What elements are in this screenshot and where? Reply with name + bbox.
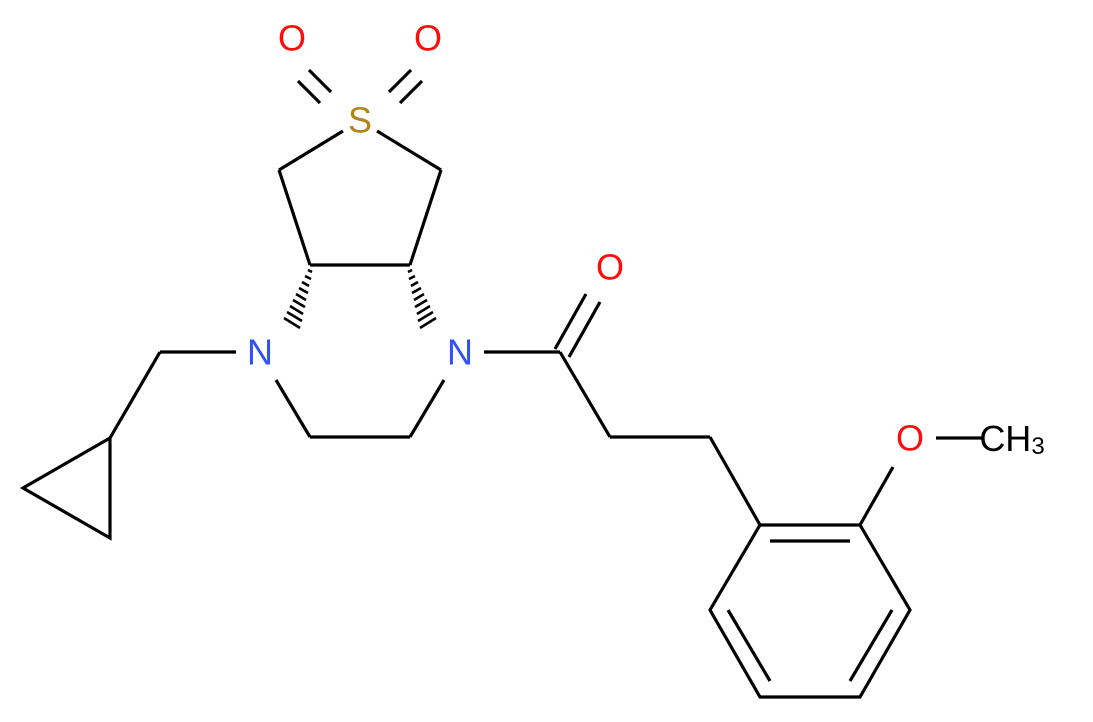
cyclopropane-ring (19, 435, 112, 541)
bond-ch2-right-fusion (408, 169, 443, 266)
benzene-inner-double-left (726, 609, 772, 682)
bonds (19, 68, 984, 699)
bond-aryl-o-methoxy (858, 466, 895, 526)
atom-oxygen-carbonyl: O (596, 247, 624, 288)
bond-s-o-left-double (296, 68, 333, 105)
benzene-inner-double-right (848, 609, 894, 682)
bond-nleft-ch2 (274, 379, 312, 438)
atom-methyl: CH3 (979, 418, 1044, 460)
bond-ch2-left-fusion (277, 169, 312, 266)
bond-s-o-right-double (387, 68, 424, 105)
bond-methylene-cyclopropyl (108, 351, 162, 439)
methyl-ch: CH (979, 418, 1031, 459)
hashed-wedge-right (407, 268, 437, 330)
atom-oxygen-sulfone-right: O (414, 18, 442, 59)
bond-s-ch2-left (278, 129, 344, 172)
bond-s-ch2-right (376, 129, 442, 172)
benzene-ring (708, 523, 912, 699)
bond-ch2-aryl (708, 436, 762, 526)
atom-oxygen-methoxy: O (896, 418, 924, 459)
atom-nitrogen-right: N (447, 332, 473, 373)
hashed-wedge-left (283, 268, 313, 330)
atom-oxygen-sulfone-left: O (278, 18, 306, 59)
atom-sulfur: S (348, 100, 372, 141)
methyl-subscript: 3 (1031, 433, 1044, 460)
atom-labels: S O O N N O O CH3 (247, 18, 1045, 460)
bond-carbonyl-double (553, 293, 602, 358)
bond-ch2-nright (408, 379, 446, 438)
bond-carbonyl-ch2 (558, 351, 612, 438)
atom-nitrogen-left: N (247, 332, 273, 373)
